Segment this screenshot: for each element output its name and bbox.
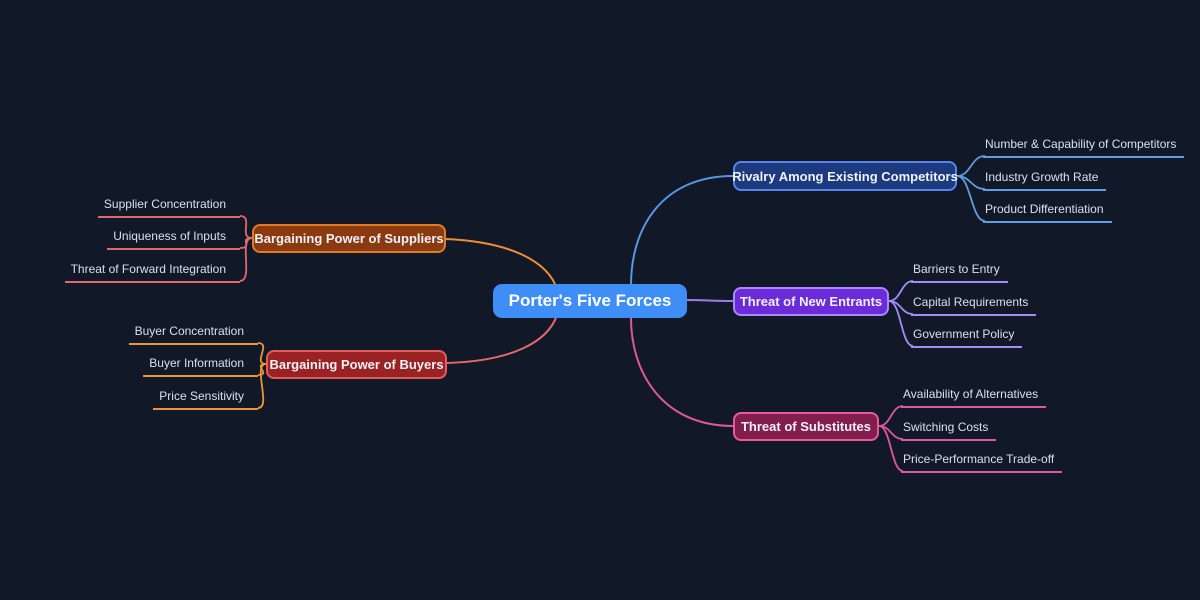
edge-center-buyers xyxy=(446,314,558,364)
root-node[interactable]: Porter's Five Forces xyxy=(493,284,687,318)
edge-new-entrants-leaf-2 xyxy=(888,300,914,347)
branch-node-suppliers-label: Bargaining Power of Suppliers xyxy=(254,231,444,246)
branch-node-rivalry-label: Rivalry Among Existing Competitors xyxy=(732,168,958,184)
branch-node-rivalry[interactable]: Rivalry Among Existing Competitors xyxy=(732,161,958,191)
leaf-price-sensitivity[interactable]: Price Sensitivity xyxy=(153,389,258,410)
leaf-uniqueness-of-inputs[interactable]: Uniqueness of Inputs xyxy=(107,229,240,250)
edge-center-substitutes xyxy=(630,317,734,427)
leaf-number-capability-of-competitors[interactable]: Number & Capability of Competitors xyxy=(983,137,1185,158)
leaf-switching-costs[interactable]: Switching Costs xyxy=(901,420,997,441)
leaf-buyer-information[interactable]: Buyer Information xyxy=(143,356,258,377)
edge-rivalry-leaf-2 xyxy=(956,175,986,222)
edge-center-rivalry xyxy=(630,175,734,286)
branch-node-buyers[interactable]: Bargaining Power of Buyers xyxy=(266,350,447,379)
branch-node-new-entrants-label: Threat of New Entrants xyxy=(739,294,883,309)
edge-substitutes-leaf-2 xyxy=(878,425,904,472)
root-node-label: Porter's Five Forces xyxy=(508,291,672,310)
branch-node-suppliers[interactable]: Bargaining Power of Suppliers xyxy=(252,224,446,253)
branch-node-new-entrants[interactable]: Threat of New Entrants xyxy=(733,287,889,316)
edge-suppliers-leaf-2 xyxy=(239,237,253,282)
edge-buyers-leaf-2 xyxy=(257,363,267,409)
branch-node-buyers-label: Bargaining Power of Buyers xyxy=(269,357,444,372)
branch-node-substitutes[interactable]: Threat of Substitutes xyxy=(733,412,879,441)
branch-node-substitutes-label: Threat of Substitutes xyxy=(740,419,871,434)
edge-substitutes-leaf-0 xyxy=(878,405,904,427)
edge-center-new-entrants xyxy=(686,299,734,302)
leaf-threat-of-forward-integration[interactable]: Threat of Forward Integration xyxy=(64,262,240,283)
leaf-product-differentiation[interactable]: Product Differentiation xyxy=(983,202,1112,223)
leaf-industry-growth-rate[interactable]: Industry Growth Rate xyxy=(983,170,1107,191)
edge-new-entrants-leaf-0 xyxy=(888,280,914,302)
leaf-price-performance-trade-off[interactable]: Price-Performance Trade-off xyxy=(901,452,1063,473)
leaf-barriers-to-entry[interactable]: Barriers to Entry xyxy=(911,262,1008,283)
leaf-capital-requirements[interactable]: Capital Requirements xyxy=(911,295,1037,316)
edge-rivalry-leaf-0 xyxy=(956,155,986,177)
leaf-supplier-concentration[interactable]: Supplier Concentration xyxy=(97,197,240,218)
leaf-availability-of-alternatives[interactable]: Availability of Alternatives xyxy=(901,387,1047,408)
edge-suppliers-leaf-0 xyxy=(239,215,253,239)
edge-center-suppliers xyxy=(445,238,558,290)
leaf-government-policy[interactable]: Government Policy xyxy=(911,327,1023,348)
leaf-buyer-concentration[interactable]: Buyer Concentration xyxy=(128,324,258,345)
edge-buyers-leaf-0 xyxy=(257,342,267,365)
